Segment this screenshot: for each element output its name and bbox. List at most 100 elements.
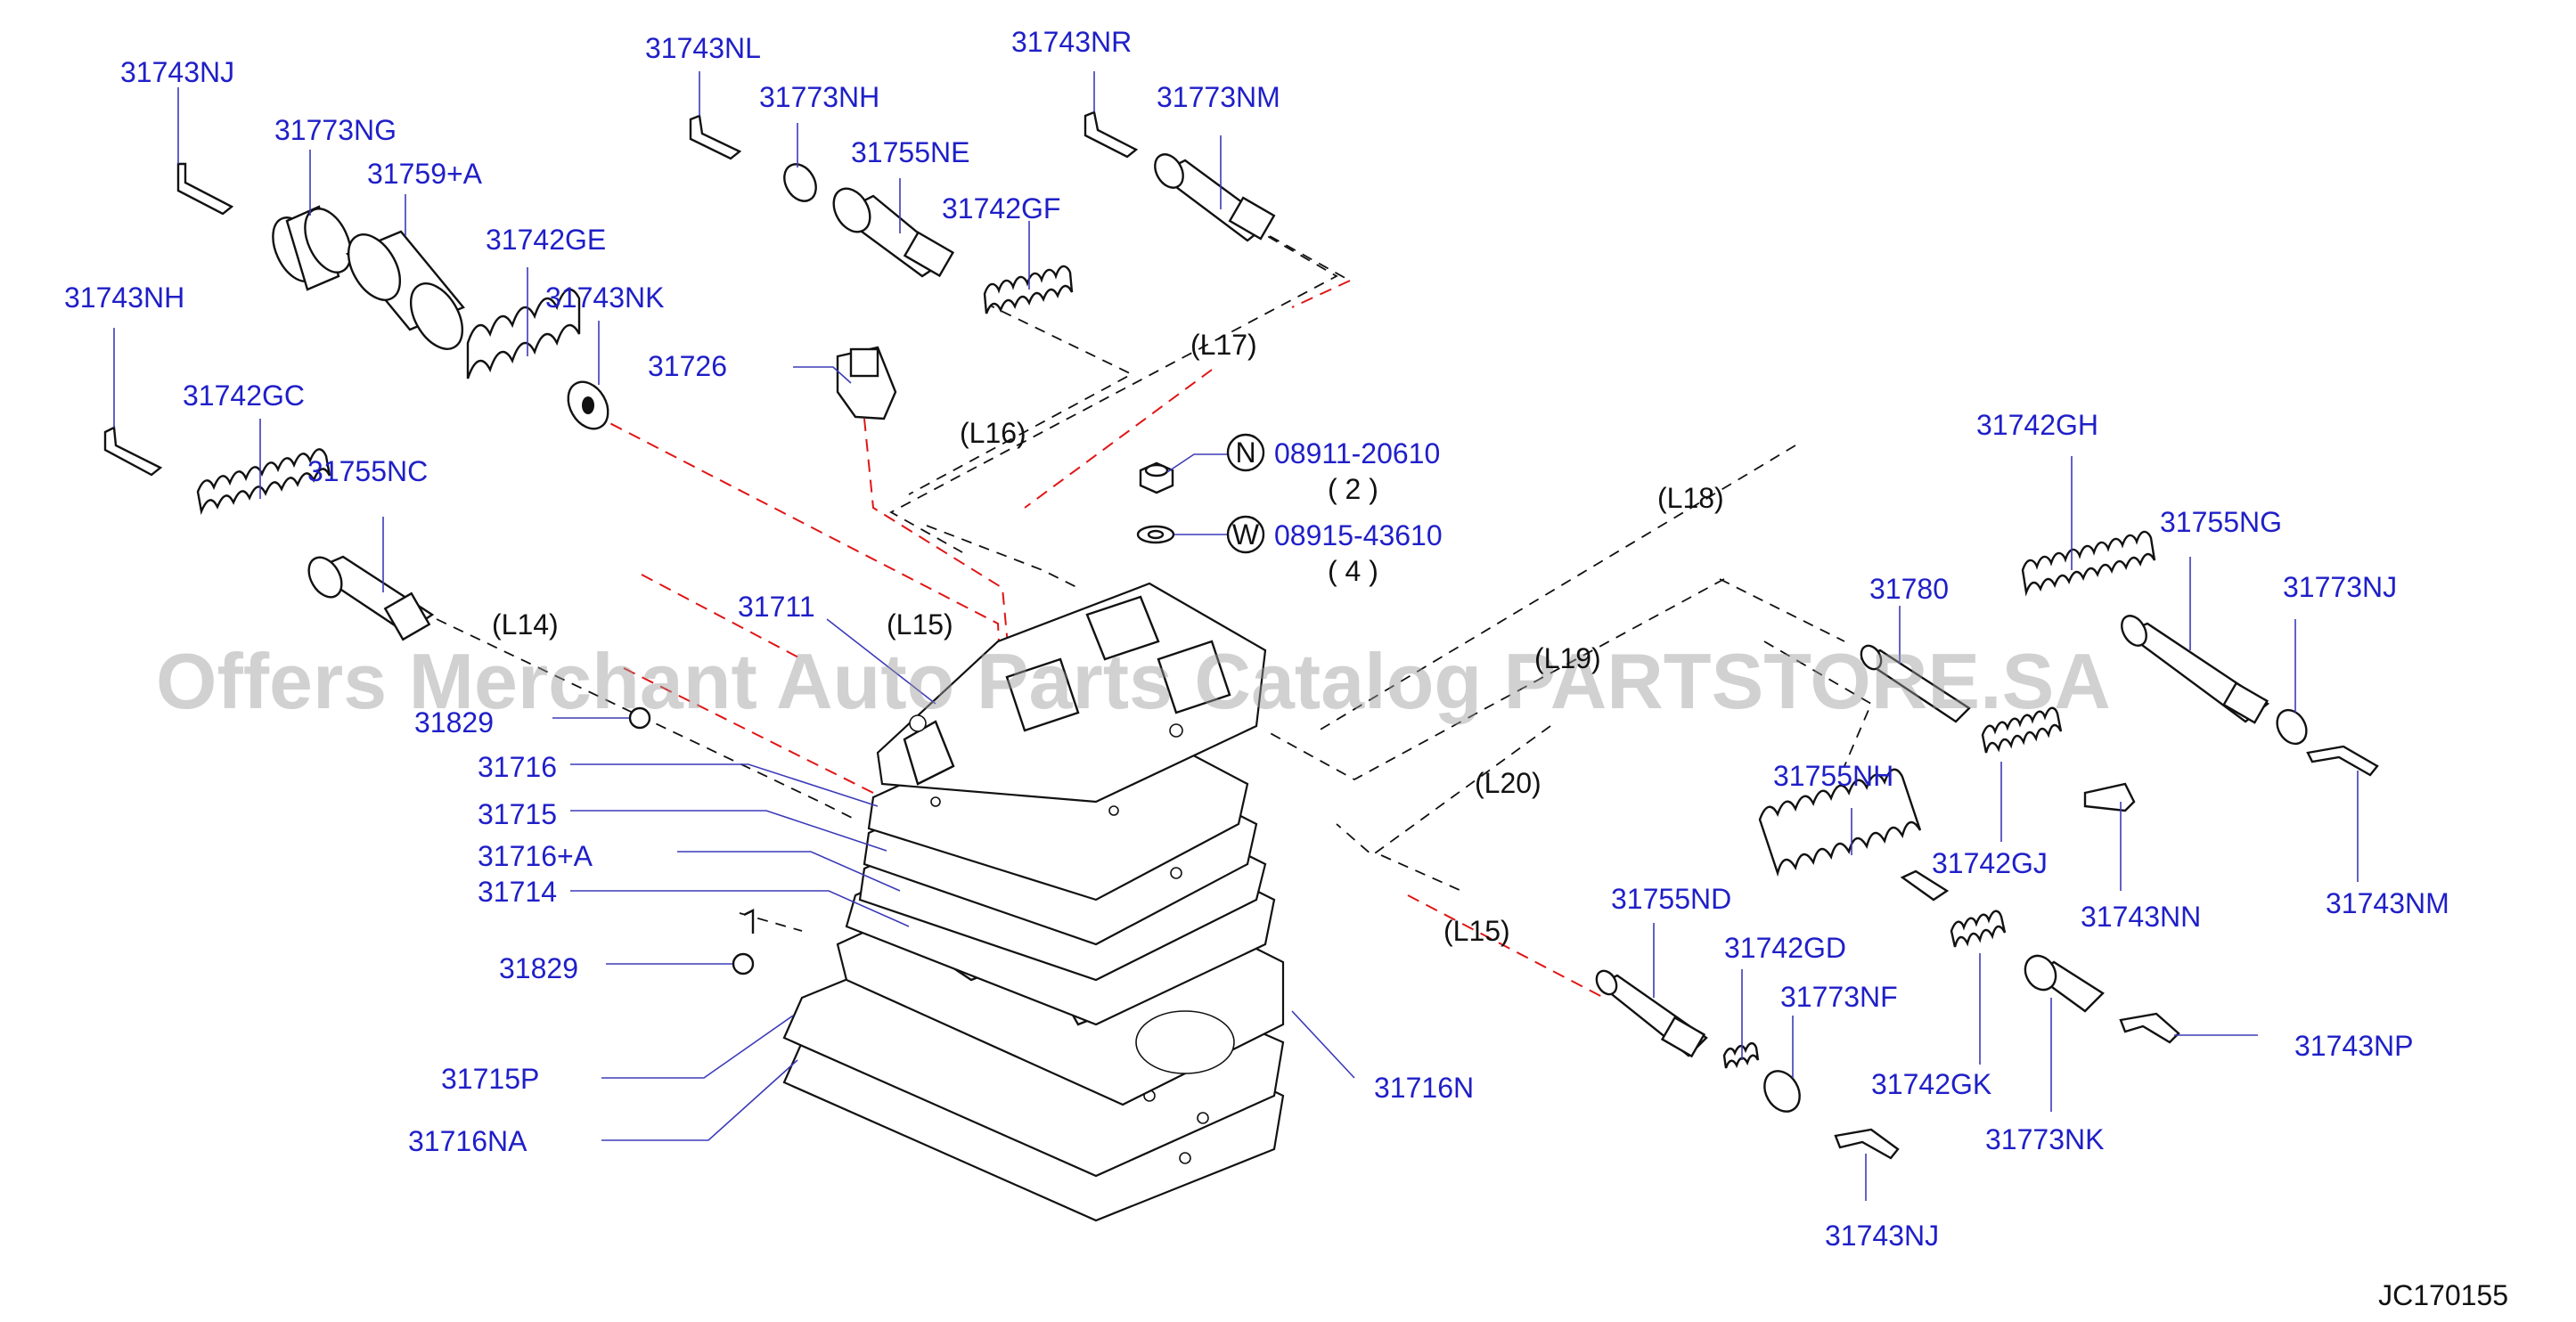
ref-l16: (L16) xyxy=(960,417,1026,449)
label-31743nh: 31743NH xyxy=(64,282,184,314)
label-31715p: 31715P xyxy=(441,1063,539,1095)
label-31743np: 31743NP xyxy=(2294,1030,2413,1062)
spring-31742gd xyxy=(1722,1041,1760,1069)
red-route-l16 xyxy=(1024,369,1213,509)
label-31780: 31780 xyxy=(1869,573,1949,605)
route-l20b xyxy=(1763,641,1873,767)
label-31716: 31716 xyxy=(478,751,557,783)
label-31773nm: 31773NM xyxy=(1157,81,1280,113)
label-31755nh: 31755NH xyxy=(1773,760,1893,792)
label-31742gf: 31742GF xyxy=(942,192,1060,224)
plug-31773nf xyxy=(1763,1070,1801,1113)
callout-n-symbol: N xyxy=(1235,437,1255,469)
clip-31743nj-top xyxy=(176,162,234,216)
ref-l15-b: (L15) xyxy=(1443,915,1510,947)
washer-31743nk xyxy=(567,380,609,430)
label-31716a: 31716+A xyxy=(478,840,593,872)
valve-31773nm xyxy=(1154,153,1276,242)
label-31773nj: 31773NJ xyxy=(2283,571,2397,603)
route-l16 xyxy=(908,302,1133,495)
label-31742gh: 31742GH xyxy=(1976,409,2098,441)
label-31742gc: 31742GC xyxy=(183,379,305,412)
valve-31755nc xyxy=(307,555,435,641)
label-31773ng: 31773NG xyxy=(274,114,397,146)
ref-l14: (L14) xyxy=(492,608,559,641)
diagram-code: JC170155 xyxy=(2378,1279,2508,1311)
ball-31829-b xyxy=(732,952,755,975)
route-l15a xyxy=(926,525,1079,589)
spring-31742gc xyxy=(196,448,331,516)
valve-31755ne xyxy=(832,187,955,278)
valve-31755nd xyxy=(1595,969,1708,1058)
label-31716na: 31716NA xyxy=(408,1125,527,1157)
nut-08911 xyxy=(1139,461,1174,494)
label-31755nd: 31755ND xyxy=(1611,883,1731,915)
spring-31742ge xyxy=(466,288,581,379)
route-l19b xyxy=(1719,578,1845,642)
label-31716n: 31716N xyxy=(1374,1072,1474,1104)
route-l20 xyxy=(1336,725,1551,857)
callout-n-circle xyxy=(1226,433,1265,472)
label-31829-b: 31829 xyxy=(499,952,578,984)
route-l17 xyxy=(889,226,1338,553)
sleeve-31759a xyxy=(346,230,465,350)
label-31755ne: 31755NE xyxy=(851,136,969,168)
label-31743nj-bottom: 31743NJ xyxy=(1825,1220,1939,1252)
solenoid-31726 xyxy=(836,346,897,420)
label-31759a: 31759+A xyxy=(367,158,483,190)
label-31742ge: 31742GE xyxy=(486,224,606,256)
label-31714: 31714 xyxy=(478,876,557,908)
plug-31773nj xyxy=(2276,708,2308,746)
leader-lines xyxy=(113,71,2359,1201)
ref-l19: (L19) xyxy=(1534,642,1601,674)
ball-31829-a xyxy=(628,706,651,730)
clip-31743nm xyxy=(2306,745,2379,777)
label-31743nn: 31743NN xyxy=(2081,901,2201,933)
plug-31773ng xyxy=(272,205,352,291)
label-31742gd: 31742GD xyxy=(1724,932,1846,964)
clip-31743nl xyxy=(689,114,742,160)
plug-31773nh xyxy=(783,163,817,202)
label-31773nh: 31773NH xyxy=(759,81,879,113)
callout-w-circle xyxy=(1226,515,1265,554)
route-l15b xyxy=(1380,854,1462,892)
callout-n-qty: ( 2 ) xyxy=(1328,473,1378,505)
red-route-l15b xyxy=(1407,894,1605,999)
label-31742gk: 31742GK xyxy=(1871,1068,1991,1100)
route-l14 xyxy=(436,618,856,820)
label-31773nk: 31773NK xyxy=(1985,1123,2104,1155)
clip-31743nr xyxy=(1084,110,1139,159)
callout-w-qty: ( 4 ) xyxy=(1328,555,1378,587)
label-31743nr: 31743NR xyxy=(1011,26,1132,58)
red-route-l17 xyxy=(1291,280,1351,308)
ref-l18: (L18) xyxy=(1657,482,1724,514)
plug-31773nk xyxy=(2024,954,2105,1013)
spring-31742gh xyxy=(2021,530,2156,597)
label-31742gj: 31742GJ xyxy=(1932,847,2048,879)
callout-w-part: 08915-43610 xyxy=(1274,519,1443,551)
valve-31755ng xyxy=(2121,615,2270,724)
shaft-31780 xyxy=(1860,644,1971,723)
label-31773nf: 31773NF xyxy=(1780,981,1898,1013)
label-31743nm: 31743NM xyxy=(2326,887,2449,919)
callout-n-part: 08911-20610 xyxy=(1274,437,1440,469)
label-31743nl: 31743NL xyxy=(645,32,761,64)
label-31755nc: 31755NC xyxy=(307,455,428,487)
clip-31743nh xyxy=(103,426,163,477)
label-31743nj-top: 31743NJ xyxy=(120,56,234,88)
spring-31742gf xyxy=(983,265,1074,314)
label-31755ng: 31755NG xyxy=(2160,506,2282,538)
label-31829-a: 31829 xyxy=(414,706,494,739)
clip-31743nj-bottom xyxy=(1834,1128,1900,1160)
label-31715: 31715 xyxy=(478,798,557,830)
ref-l17: (L17) xyxy=(1190,329,1257,361)
label-31711: 31711 xyxy=(738,591,815,623)
spring-31742gj xyxy=(1981,706,2063,754)
pin-31829 xyxy=(743,909,755,934)
route-l19 xyxy=(1264,578,1725,781)
washer-08915 xyxy=(1136,525,1175,544)
route-31773nm xyxy=(1269,235,1351,282)
clip-31743np xyxy=(2119,1012,2180,1044)
